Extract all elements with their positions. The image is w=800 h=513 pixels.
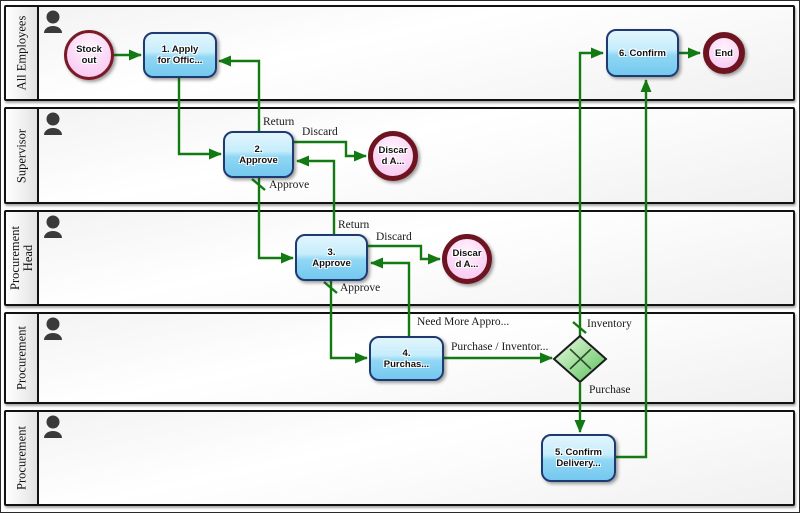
task-5-confirm-delivery[interactable]: 5. Confirm Delivery... xyxy=(541,434,616,482)
flow-label-purchase-inventory: Purchase / Inventor... xyxy=(451,341,549,353)
task-label-line2: Purchas... xyxy=(383,358,430,370)
person-icon xyxy=(44,215,62,238)
task-label-line1: 2. xyxy=(254,143,263,155)
task-6-confirm[interactable]: 6. Confirm xyxy=(606,29,679,77)
task-label-line2: for Offic... xyxy=(157,55,203,66)
flow-task4-needmore-task3 xyxy=(370,257,411,336)
gateway-x-mark xyxy=(569,348,592,370)
flow-task2-return-task1 xyxy=(218,55,261,131)
task-1-apply-for-office[interactable]: 1. Apply for Offic... xyxy=(143,32,217,78)
event-label-line2: d A... xyxy=(455,259,479,270)
default-flow-tick xyxy=(572,321,587,334)
task-label-line1: 3. xyxy=(327,246,336,258)
flow-label-approve-1: Approve xyxy=(269,179,310,191)
event-label-line1: Stock xyxy=(76,44,102,55)
flow-task3-approve-task4 xyxy=(329,281,368,364)
task-label-line2: Approve xyxy=(312,257,351,269)
task-label-line1: 5. Confirm xyxy=(555,447,602,458)
task-label-line1: 4. xyxy=(402,347,411,359)
person-icon xyxy=(44,415,62,438)
flow-label-need-more: Need More Appro... xyxy=(417,316,510,328)
task-label: 6. Confirm xyxy=(619,47,666,59)
event-label: End xyxy=(715,47,733,59)
flow-task1-to-task2 xyxy=(177,78,222,160)
task-label-line2: Approve xyxy=(239,154,278,166)
lane-procurement-2: Procurement xyxy=(4,410,795,506)
task-label-line2: Delivery... xyxy=(556,458,601,469)
end-event[interactable]: End xyxy=(703,32,745,74)
lane-title-strip: Procurement xyxy=(6,314,39,402)
person-icon xyxy=(44,317,62,340)
event-label-line1: Discar xyxy=(452,248,482,259)
flow-task2-approve-task3 xyxy=(257,178,294,264)
exclusive-gateway[interactable] xyxy=(552,334,608,384)
flow-task3-discard xyxy=(368,244,441,265)
flow-task2-discard xyxy=(294,140,367,162)
task-4-purchase[interactable]: 4. Purchas... xyxy=(369,336,444,381)
lane-title-strip: Supervisor xyxy=(6,109,39,202)
event-label-line2: d A... xyxy=(381,156,405,167)
flow-label-return-1: Return xyxy=(263,116,295,128)
lane-title-strip: Procurement Head xyxy=(6,212,39,304)
end-event-discarded-2[interactable]: Discar d A... xyxy=(442,234,492,284)
lane-title-strip: Procurement xyxy=(6,412,39,504)
flow-label-approve-2: Approve xyxy=(340,282,381,294)
default-flow-tick xyxy=(323,281,338,294)
person-icon xyxy=(44,10,62,33)
end-event-discarded-1[interactable]: Discar d A... xyxy=(368,131,418,181)
flow-task5-to-task6 xyxy=(616,79,652,459)
flow-gateway-inventory-task6 xyxy=(578,47,604,337)
event-label-line1: Discar xyxy=(378,145,408,156)
flow-label-inventory: Inventory xyxy=(587,318,632,330)
task-label-line1: 1. Apply xyxy=(161,44,199,55)
task-3-approve[interactable]: 3. Approve xyxy=(295,234,368,281)
flow-label-purchase: Purchase xyxy=(589,384,631,396)
flow-task3-return-task2 xyxy=(296,155,336,234)
flow-label-discard-1: Discard xyxy=(302,126,338,138)
lane-title-strip: All Employees xyxy=(6,7,39,99)
event-label-line2: out xyxy=(81,55,97,66)
start-event-stock-out[interactable]: Stock out xyxy=(64,30,114,80)
task-2-approve[interactable]: 2. Approve xyxy=(223,131,294,178)
default-flow-tick xyxy=(251,178,266,191)
lane-procurement-head: Procurement Head xyxy=(4,210,795,306)
person-icon xyxy=(44,112,62,135)
flow-label-discard-2: Discard xyxy=(376,231,412,243)
flow-label-return-2: Return xyxy=(338,219,370,231)
